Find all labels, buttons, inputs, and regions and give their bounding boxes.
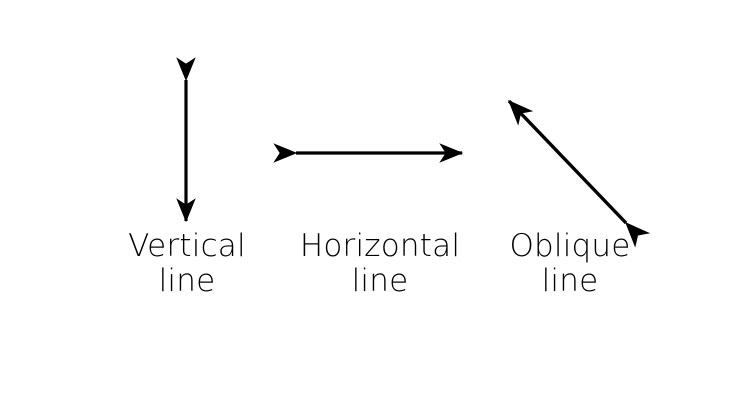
- caption-vertical-line1: Vertical: [128, 228, 246, 264]
- caption-oblique-line1: Oblique: [509, 228, 631, 264]
- caption-horizontal-line2: line: [351, 263, 409, 299]
- caption-vertical-line2: line: [158, 263, 216, 299]
- caption-vertical-line: Vertical line: [128, 229, 246, 299]
- caption-oblique-line2: line: [541, 263, 599, 299]
- caption-oblique-line: Oblique line: [509, 229, 630, 299]
- caption-horizontal-line: Horizontal line: [300, 229, 460, 299]
- oblique-double-arrow: [507, 99, 651, 248]
- caption-horizontal-line1: Horizontal: [299, 228, 461, 264]
